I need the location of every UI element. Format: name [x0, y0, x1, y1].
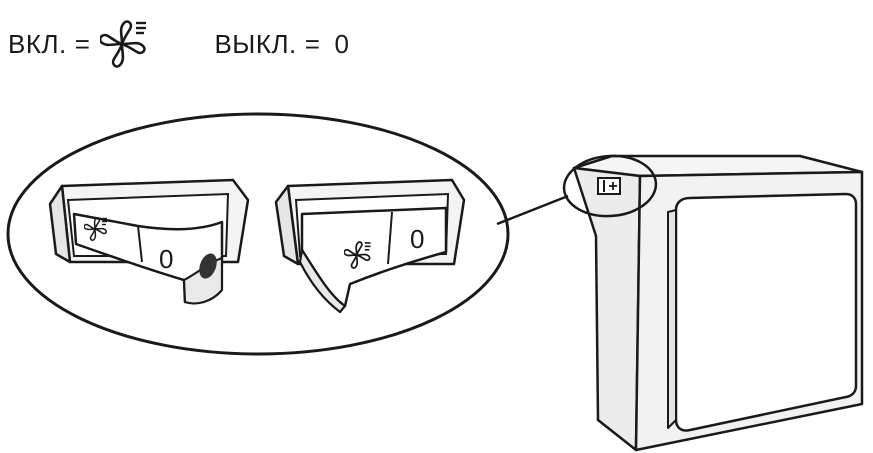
off-label: ВЫКЛ.	[214, 28, 297, 59]
legend: ВКЛ. = ВЫКЛ. = 0	[8, 18, 349, 70]
appliance-highlight-ellipse	[562, 154, 658, 218]
fan-icon	[100, 20, 147, 68]
callout-leader-line	[496, 194, 569, 226]
off-symbol: 0	[334, 28, 350, 59]
rocker-switch-on: 0	[48, 178, 250, 305]
indicator-light	[199, 253, 217, 279]
equals-sign-off: =	[304, 28, 321, 59]
switch-on-off-mark: 0	[159, 244, 173, 274]
callout-ellipse	[6, 112, 510, 356]
appliance-body	[572, 154, 864, 452]
switch-off-off-mark: 0	[410, 224, 424, 254]
equals-sign-on: =	[74, 28, 91, 59]
on-label: ВКЛ.	[8, 28, 67, 59]
rocker-switch-off: 0	[274, 178, 466, 314]
